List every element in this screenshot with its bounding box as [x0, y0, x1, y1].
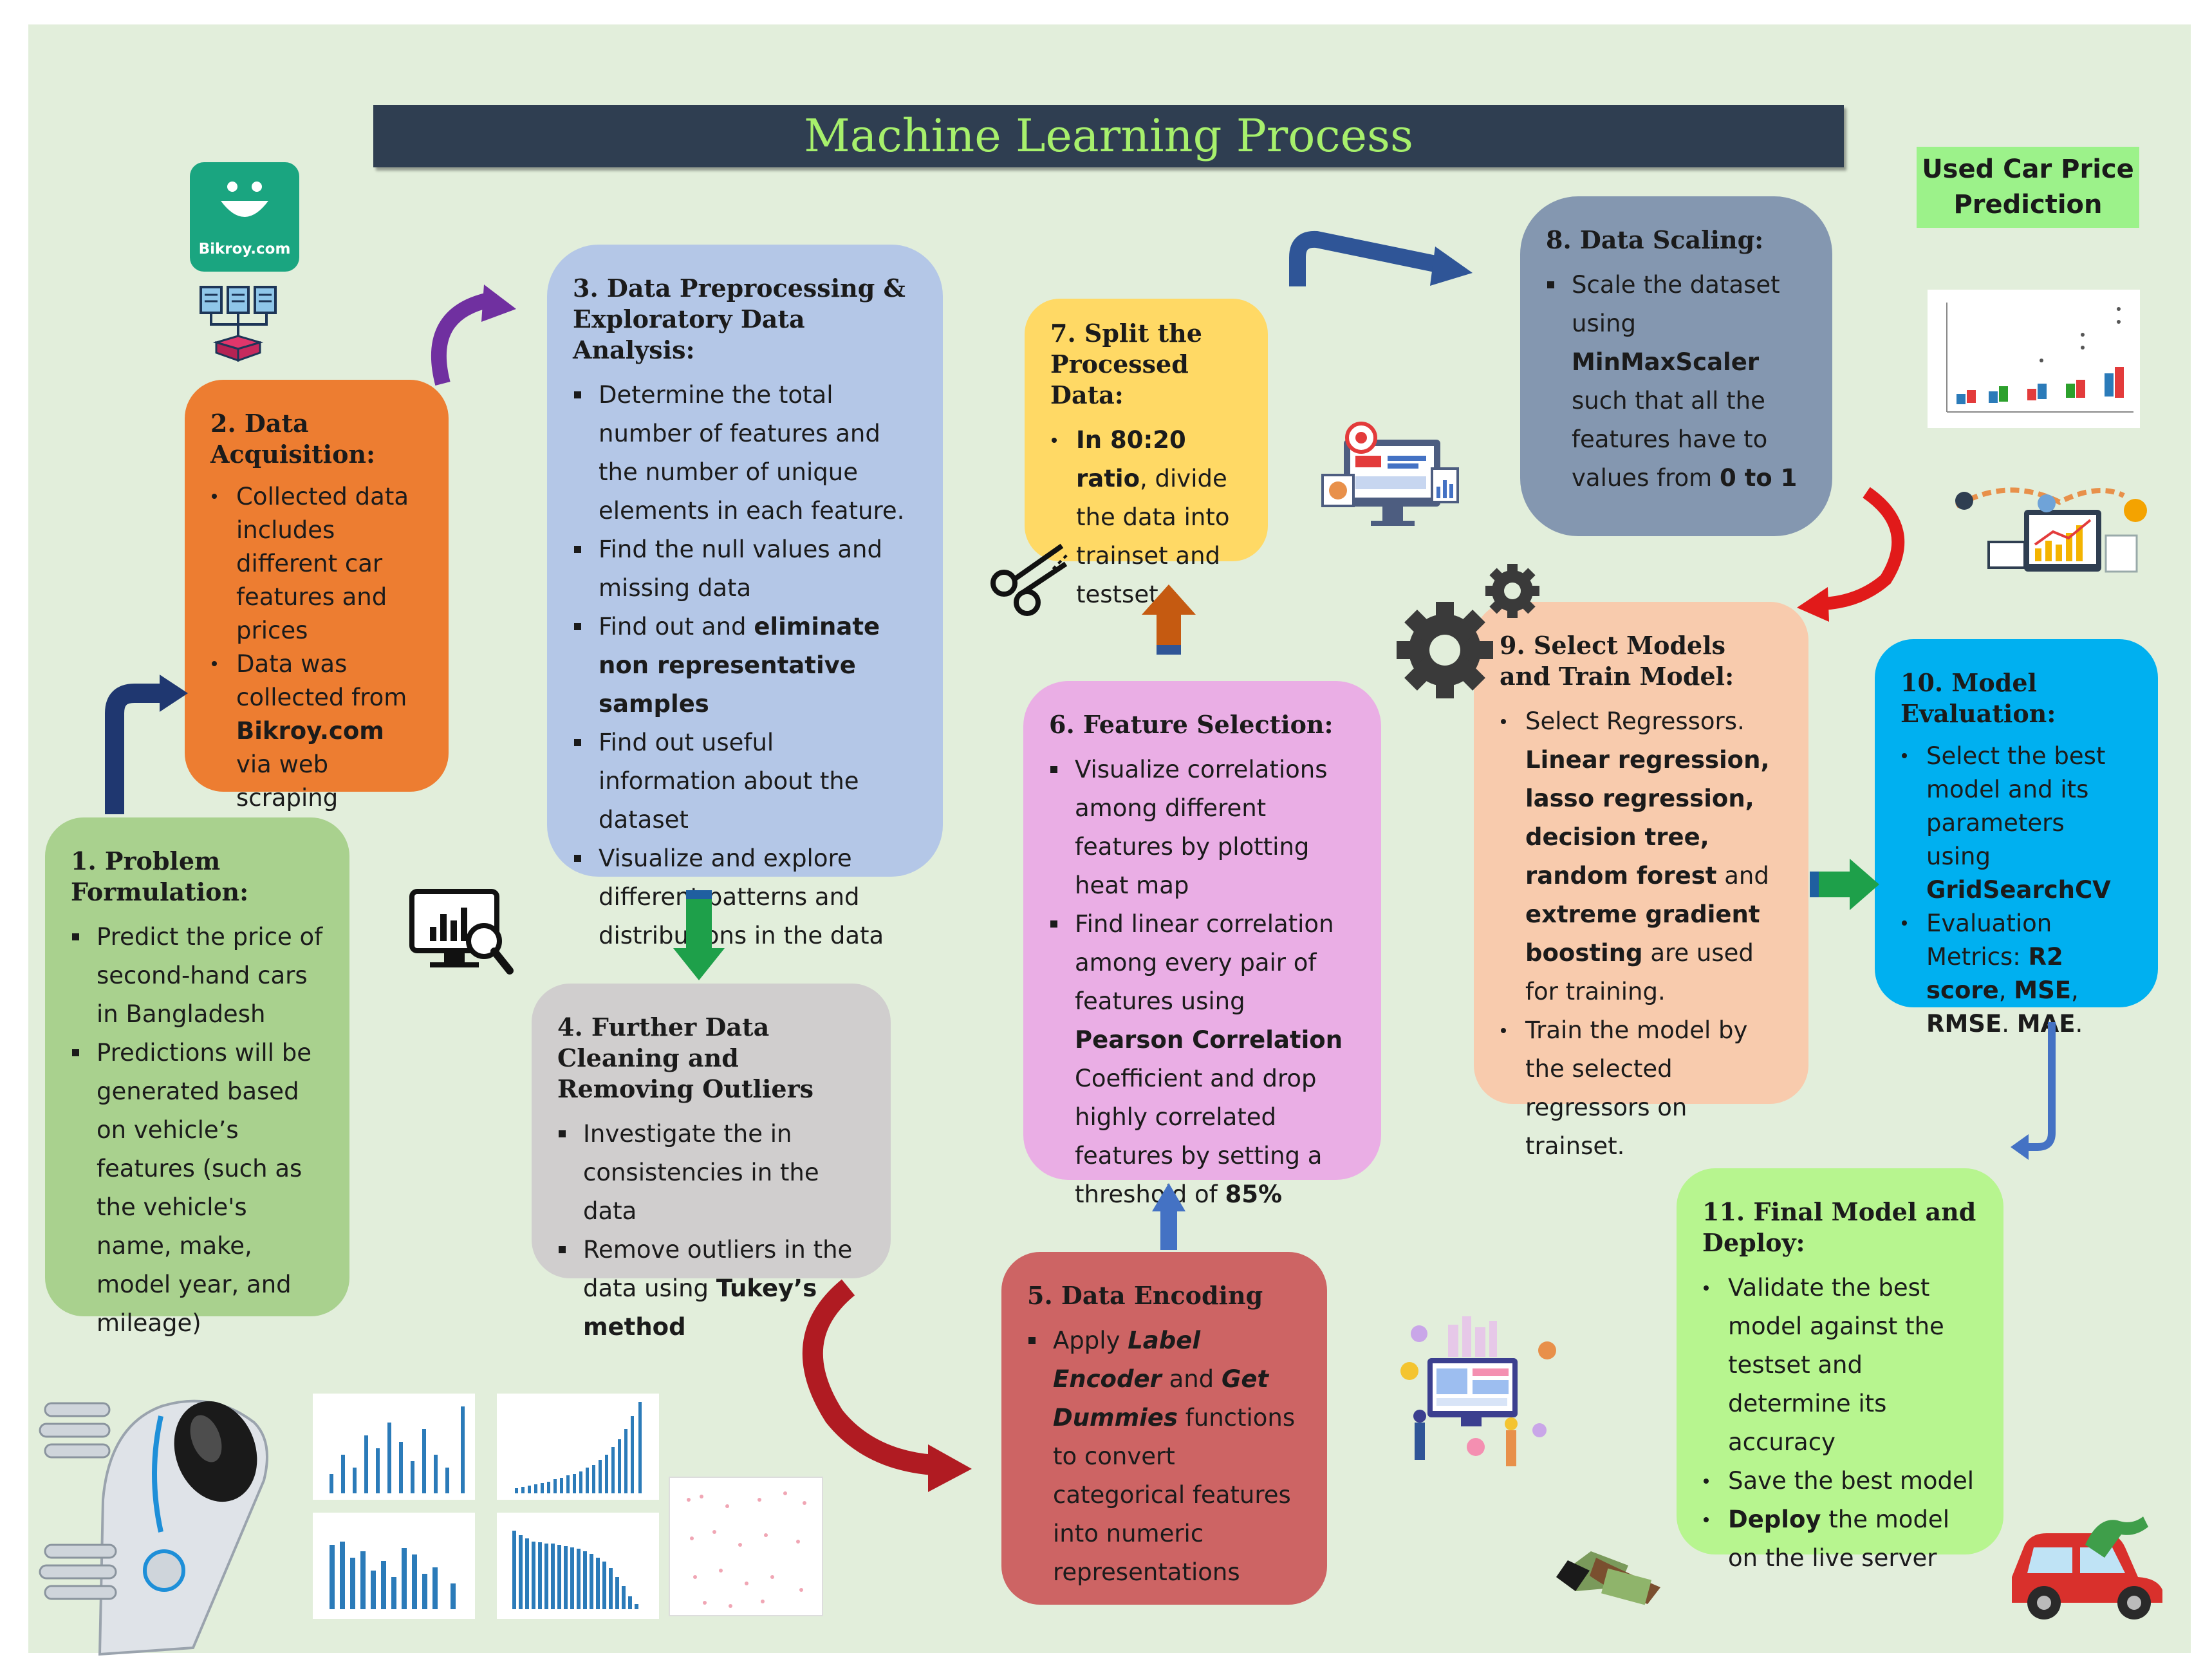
- step-11-item-1: Validate the best model against the test…: [1704, 1269, 1978, 1462]
- arrow-1-to-2-head: [160, 675, 188, 712]
- step-5-title: 5. Data Encoding: [1027, 1281, 1263, 1310]
- page-title: Machine Learning Process: [804, 109, 1413, 162]
- step-7-title: 7. Split the Processed Data:: [1050, 319, 1202, 409]
- step-3-item-3: Find out and eliminate non representativ…: [574, 608, 917, 723]
- arrow-5-to-6: [1160, 1211, 1177, 1250]
- bikroy-link-text: Bikroy.com: [236, 717, 384, 745]
- step-4-item-1: Investigate the in consistencies in the …: [559, 1115, 865, 1231]
- dashboard-monitor-icon: [1321, 422, 1459, 526]
- scatter-matrix-image: [669, 1477, 823, 1616]
- step-8-item-1: Scale the dataset using MinMaxScaler suc…: [1547, 266, 1807, 498]
- arrow-6-to-7-head: [1142, 584, 1196, 615]
- step-7-split-data: 7. Split the Processed Data: In 80:20 ra…: [1025, 299, 1268, 608]
- step-9-select-train-models: 9. Select Models and Train Model: Select…: [1474, 602, 1808, 1160]
- bar-charts-image: [313, 1394, 659, 1619]
- step-2-data-acquisition: 2. Data Acquisition: Collected data incl…: [185, 380, 449, 812]
- project-badge: Used Car Price Prediction: [1917, 147, 2139, 228]
- step-10-item-2: Evaluation Metrics: R2 score, MSE, RMSE.…: [1902, 907, 2132, 1041]
- step-10-item-1: Select the best model and its parameters…: [1902, 740, 2132, 907]
- gear-icon: [1397, 564, 1539, 698]
- arrow-9-to-10-head: [1850, 859, 1879, 910]
- step-2-item-2: Data was collected from Bikroy.com via w…: [212, 648, 423, 815]
- robot-image: [39, 1399, 268, 1656]
- data-download-icon: [200, 286, 277, 362]
- step-3-item-1: Determine the total number of features a…: [574, 376, 917, 530]
- badge-line-1: Used Car Price: [1922, 154, 2134, 184]
- arrow-7-to-8: [1289, 230, 1444, 286]
- step-10-model-evaluation: 10. Model Evaluation: Select the best mo…: [1875, 639, 2158, 1038]
- arrow-4-to-5-head: [928, 1444, 972, 1492]
- step-10-title: 10. Model Evaluation:: [1901, 668, 2056, 728]
- step-4-data-cleaning: 4. Further Data Cleaning and Removing Ou…: [532, 984, 891, 1341]
- step-1-title: 1. Problem Formulation:: [71, 846, 249, 906]
- step-3-item-5: Visualize and explore different patterns…: [574, 839, 917, 955]
- step-2-title: 2. Data Acquisition:: [210, 409, 376, 469]
- step-11-title: 11. Final Model and Deploy:: [1702, 1197, 1976, 1257]
- step-6-title: 6. Feature Selection:: [1049, 710, 1334, 739]
- arrow-2-to-3: [431, 292, 491, 386]
- arrow-3-to-4-head: [673, 948, 725, 980]
- step-1-item-1: Predict the price of second-hand cars in…: [72, 918, 324, 1034]
- arrow-8-to-9: [1822, 487, 1905, 610]
- step-9-item-2: Train the model by the selected regresso…: [1501, 1011, 1783, 1166]
- step-3-item-4: Find out useful information about the da…: [574, 723, 917, 839]
- arrow-7-to-8-head: [1430, 247, 1473, 286]
- scissors-icon: [990, 543, 1070, 616]
- arrow-2-to-3-head: [481, 285, 516, 322]
- step-6-item-2: Find linear correlation among every pair…: [1050, 905, 1355, 1214]
- arrow-1-to-2: [105, 684, 160, 814]
- step-5-data-encoding: 5. Data Encoding Apply Label Encoder and…: [1001, 1252, 1327, 1605]
- step-4-title: 4. Further Data Cleaning and Removing Ou…: [557, 1013, 813, 1103]
- bikroy-logo: Bikroy.com: [190, 162, 299, 272]
- car-icon: [2012, 1517, 2162, 1619]
- arrow-4-to-5: [802, 1279, 934, 1475]
- step-6-feature-selection: 6. Feature Selection: Visualize correlat…: [1023, 681, 1381, 1208]
- step-3-preprocessing-eda: 3. Data Preprocessing & Exploratory Data…: [547, 245, 943, 949]
- arrow-5-to-6-head: [1152, 1183, 1185, 1211]
- step-1-problem-formulation: 1. Problem Formulation: Predict the pric…: [45, 817, 349, 1337]
- arrow-3-to-4: [686, 890, 712, 948]
- step-5-item-1: Apply Label Encoder and Get Dummies func…: [1028, 1321, 1301, 1592]
- growth-chart-icon: [1955, 487, 2147, 573]
- smiley-icon: [221, 182, 268, 217]
- step-3-item-2: Find the null values and missing data: [574, 530, 917, 608]
- logo-text: Bikroy.com: [198, 241, 291, 257]
- step-9-item-1: Select Regressors. Linear regression, la…: [1501, 702, 1783, 1011]
- title-bar: Machine Learning Process: [373, 105, 1844, 167]
- step-2-item-1: Collected data includes different car fe…: [212, 480, 423, 648]
- step-7-item-1: In 80:20 ratio, divide the data into tra…: [1052, 421, 1242, 614]
- analytics-monitor-icon: [409, 889, 514, 975]
- step-9-title: 9. Select Models and Train Model:: [1500, 631, 1734, 691]
- step-1-item-2: Predictions will be generated based on v…: [72, 1034, 324, 1343]
- step-8-title: 8. Data Scaling:: [1546, 225, 1764, 254]
- step-4-item-2: Remove outliers in the data using Tukey’…: [559, 1231, 865, 1347]
- arrow-8-to-9-head: [1797, 587, 1829, 622]
- arrow-10-to-11-head: [2011, 1134, 2029, 1160]
- step-6-item-1: Visualize correlations among different f…: [1050, 751, 1355, 905]
- step-11-final-model-deploy: 11. Final Model and Deploy: Validate the…: [1677, 1168, 2003, 1572]
- boxplot-image: [1928, 290, 2140, 428]
- step-8-data-scaling: 8. Data Scaling: Scale the dataset using…: [1520, 196, 1832, 536]
- badge-line-2: Prediction: [1953, 190, 2103, 219]
- step-11-item-2: Save the best model: [1704, 1462, 1978, 1500]
- dashboard-people-icon: [1400, 1316, 1556, 1466]
- handshake-money-icon: [1556, 1551, 1660, 1605]
- step-11-item-3: Deploy the model on the live server: [1704, 1500, 1978, 1578]
- step-3-title: 3. Data Preprocessing & Exploratory Data…: [573, 274, 906, 364]
- arrow-10-to-11: [2026, 1022, 2056, 1151]
